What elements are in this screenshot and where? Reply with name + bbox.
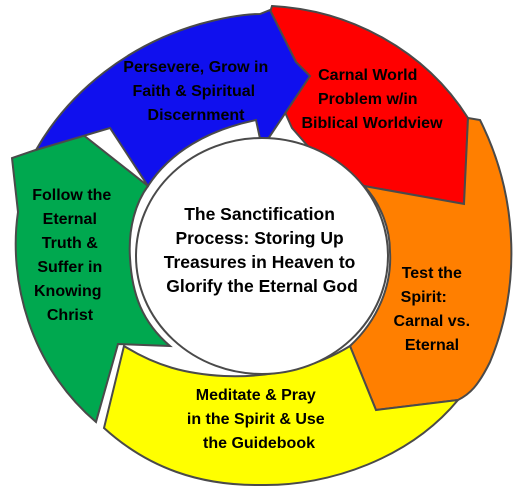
segment-follow-truth-line-1: Follow the xyxy=(32,187,111,204)
segment-test-spirit-line-1: Test the xyxy=(402,265,462,282)
segment-follow-truth-line-3: Truth & xyxy=(42,235,98,252)
segment-persevere-line-3: Discernment xyxy=(148,107,246,124)
segment-follow-truth-line-4: Suffer in xyxy=(37,259,102,276)
segment-carnal-world: Carnal World Problem w/in Biblical World… xyxy=(256,4,470,206)
segment-follow-truth-line-6: Christ xyxy=(47,307,94,324)
segment-follow-truth-line-5: Knowing xyxy=(34,283,102,300)
center-line-3: Treasures in Heaven to xyxy=(164,252,356,272)
center-line-2: Process: Storing Up xyxy=(175,228,343,248)
center-line-1: The Sanctification xyxy=(184,204,335,224)
segment-meditate-pray: Meditate & Pray in the Spirit & Use the … xyxy=(102,344,461,487)
center-hub: The Sanctification Process: Storing Up T… xyxy=(135,137,389,375)
segment-persevere-shape xyxy=(33,8,312,188)
segment-follow-truth-label: Follow the Eternal Truth & Suffer in Kno… xyxy=(32,187,116,324)
segment-test-spirit: Test the Spirit: Carnal vs. Eternal xyxy=(348,116,513,412)
segment-follow-truth-shape xyxy=(10,132,173,424)
segment-carnal-world-label: Carnal World Problem w/in Biblical World… xyxy=(301,67,443,132)
center-line-4: Glorify the Eternal God xyxy=(166,276,358,296)
segment-carnal-world-line-3: Biblical Worldview xyxy=(301,115,443,132)
segment-meditate-pray-label: Meditate & Pray in the Spirit & Use the … xyxy=(187,387,329,452)
segment-follow-truth-line-2: Eternal xyxy=(43,211,97,228)
segment-follow-truth: Follow the Eternal Truth & Suffer in Kno… xyxy=(10,132,173,424)
segment-persevere-line-2: Faith & Spiritual xyxy=(132,83,255,100)
segment-carnal-world-line-2: Problem w/in xyxy=(318,91,418,108)
segment-carnal-world-line-1: Carnal World xyxy=(318,67,417,84)
segment-test-spirit-line-2: Spirit: xyxy=(401,289,447,306)
segment-persevere-line-1: Persevere, Grow in xyxy=(123,59,268,76)
segment-persevere-label: Persevere, Grow in Faith & Spiritual Dis… xyxy=(123,59,272,124)
segment-meditate-pray-shape xyxy=(102,344,461,487)
segment-test-spirit-label: Test the Spirit: Carnal vs. Eternal xyxy=(394,265,475,354)
segment-test-spirit-line-4: Eternal xyxy=(405,337,459,354)
segment-meditate-pray-line-1: Meditate & Pray xyxy=(196,387,316,404)
center-hub-shape xyxy=(135,137,389,375)
segment-meditate-pray-line-2: in the Spirit & Use xyxy=(187,411,325,428)
center-title: The Sanctification Process: Storing Up T… xyxy=(164,204,361,296)
segment-test-spirit-line-3: Carnal vs. xyxy=(394,313,470,330)
segment-persevere: Persevere, Grow in Faith & Spiritual Dis… xyxy=(33,8,312,188)
segment-meditate-pray-line-3: the Guidebook xyxy=(203,435,315,452)
